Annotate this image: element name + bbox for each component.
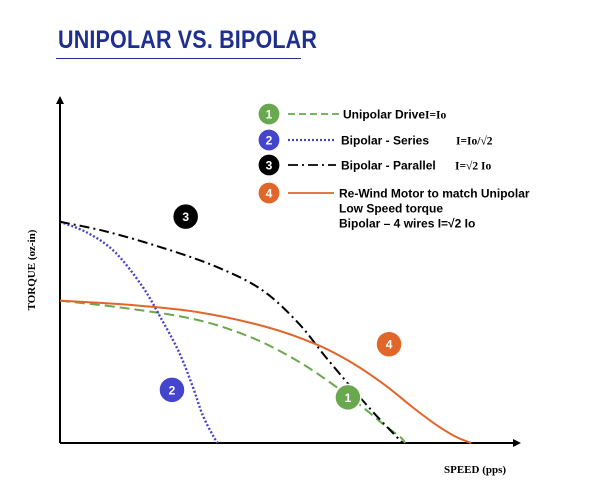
marker-circle bbox=[334, 383, 362, 412]
title-underline bbox=[56, 58, 301, 59]
legend-marker-number: 1 bbox=[266, 108, 273, 122]
legend-marker-number: 4 bbox=[266, 187, 273, 201]
curves bbox=[59, 220, 472, 444]
curve-markers: 3 2 1 4 bbox=[158, 202, 403, 412]
marker-circle bbox=[375, 330, 403, 358]
marker-number: 2 bbox=[169, 383, 176, 397]
curve-series-2 bbox=[59, 220, 219, 444]
curve-series-4 bbox=[59, 299, 472, 444]
legend-formula: I=Io/√2 bbox=[456, 135, 493, 148]
legend-item-2: 2 Bipolar - Series I=Io/√2 bbox=[257, 128, 493, 152]
marker-number: 3 bbox=[182, 210, 189, 224]
legend-label: Bipolar - Series bbox=[341, 134, 429, 148]
legend-item-3: 3 Bipolar - Parallel I=√2 Io bbox=[257, 153, 491, 177]
curve-marker-2: 2 bbox=[158, 376, 186, 404]
curve-series-3 bbox=[59, 220, 404, 444]
marker-circle bbox=[158, 376, 186, 404]
marker-number: 4 bbox=[386, 338, 393, 352]
y-axis-label: TORQUE (oz-in) bbox=[26, 229, 38, 310]
curve-marker-1: 1 bbox=[334, 383, 362, 412]
legend-label: Bipolar - Parallel bbox=[341, 159, 436, 173]
marker-number: 1 bbox=[345, 391, 352, 405]
curve-series-1 bbox=[59, 299, 406, 444]
legend-marker-circle bbox=[257, 153, 281, 177]
slide-title: UNIPOLAR VS. BIPOLAR bbox=[58, 26, 318, 54]
legend-marker-circle bbox=[257, 181, 281, 205]
legend-marker-number: 3 bbox=[266, 159, 273, 173]
legend-marker-number: 2 bbox=[266, 134, 273, 148]
legend-label-line2: Low Speed torque bbox=[339, 202, 443, 216]
legend-formula: I=Io bbox=[425, 110, 447, 122]
legend-label: Re-Wind Motor to match Unipolar bbox=[339, 187, 530, 201]
x-axis-label: SPEED (pps) bbox=[444, 464, 506, 476]
legend-marker-circle bbox=[257, 128, 281, 152]
legend-formula: I=√2 Io bbox=[455, 160, 491, 173]
marker-circle bbox=[171, 202, 200, 231]
legend-label-line3: Bipolar – 4 wires I=√2 Io bbox=[339, 217, 475, 231]
legend-label: Unipolar Drive bbox=[343, 108, 425, 122]
axes: SPEED (pps) TORQUE (oz-in) bbox=[26, 96, 521, 476]
legend-marker-circle bbox=[257, 102, 281, 126]
curve-marker-4: 4 bbox=[375, 330, 403, 358]
curve-marker-3: 3 bbox=[171, 202, 200, 231]
